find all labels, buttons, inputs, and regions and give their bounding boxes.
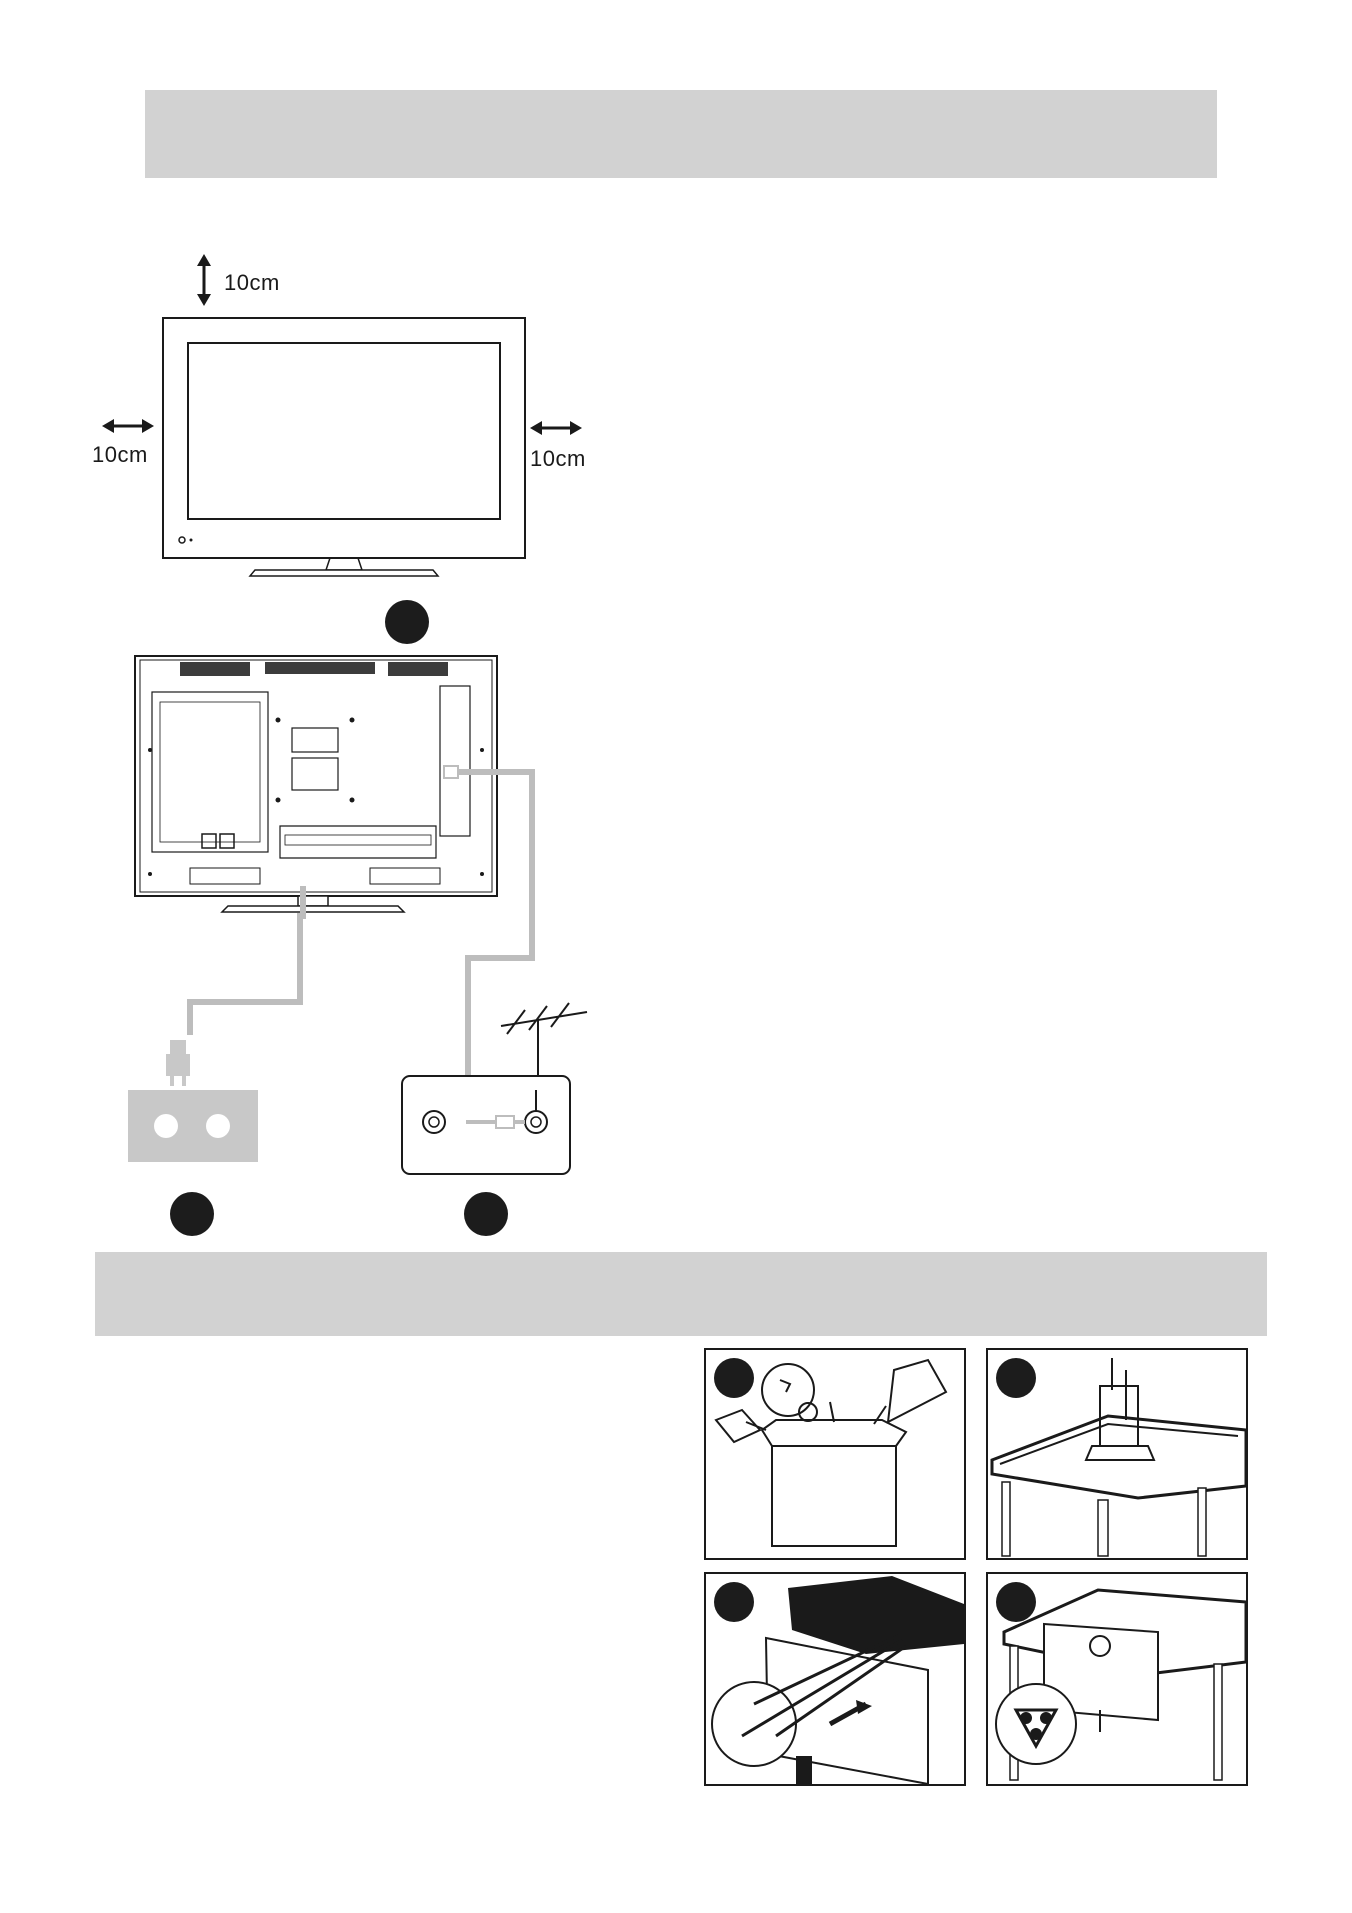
power-outlet-icon xyxy=(126,1030,262,1180)
box-unpacking-illustration xyxy=(714,1358,948,1547)
clearance-top-label: 10cm xyxy=(224,270,280,295)
aerial-wall-socket-icon xyxy=(398,1070,574,1180)
stand-attach-illustration xyxy=(711,1576,964,1784)
tv-front-illustration xyxy=(80,250,620,590)
horizontal-arrow-icon xyxy=(102,419,154,433)
stand-secured-illustration xyxy=(995,1582,1246,1781)
clearance-right-label: 10cm xyxy=(530,446,586,471)
stand-step-panel-secure xyxy=(986,1572,1248,1786)
stand-step-panel-assemble xyxy=(986,1348,1248,1560)
step-marker-circle xyxy=(464,1192,508,1236)
step-marker-circle xyxy=(385,600,429,644)
stand-step-panel-unpack xyxy=(704,1348,966,1560)
horizontal-arrow-icon xyxy=(530,421,582,435)
stand-assembly-illustration xyxy=(990,1358,1246,1557)
clearance-left-label: 10cm xyxy=(92,442,148,467)
tv-rear-illustration xyxy=(120,640,620,1180)
section-header-banner-2 xyxy=(95,1252,1267,1336)
stand-step-panel-attach xyxy=(704,1572,966,1786)
vertical-arrow-icon xyxy=(197,254,211,306)
step-marker-circle xyxy=(170,1192,214,1236)
section-header-banner-1 xyxy=(145,90,1217,178)
